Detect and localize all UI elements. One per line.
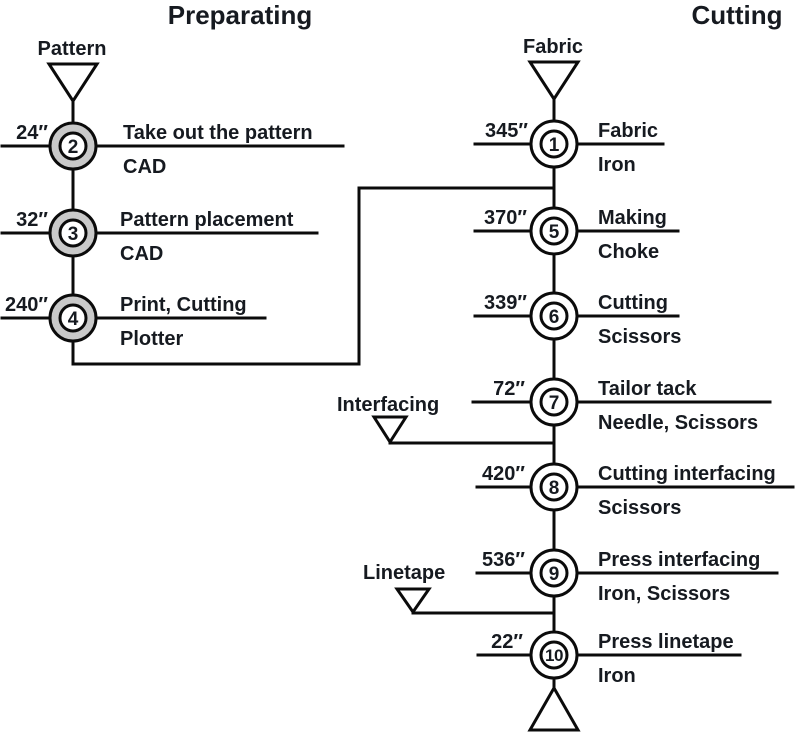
node-10-inner-circle — [539, 640, 569, 670]
node-6-inner-circle — [539, 301, 569, 331]
source-label-interfacing: Interfacing — [337, 394, 439, 416]
node-7-operation: Tailor tack — [598, 378, 697, 400]
node-8-operation: Cutting interfacing — [598, 463, 776, 485]
node-9-time: 536″ — [482, 549, 525, 571]
node-9: 536″ Press interfacing Iron, Scissors 9 — [475, 548, 779, 605]
node-3-operation: Pattern placement — [120, 209, 294, 231]
node-2: 24″ Take out the pattern CAD 2 — [0, 121, 345, 178]
node-10-tool: Iron — [598, 665, 636, 687]
node-10-time: 22″ — [491, 631, 523, 653]
node-1-operation: Fabric — [598, 120, 658, 142]
node-2-inner-circle — [58, 131, 88, 161]
node-4-tool: Plotter — [120, 328, 184, 350]
node-2-operation: Take out the pattern — [123, 122, 313, 144]
node-6: 339″ Cutting Scissors 6 — [473, 291, 681, 348]
node-7-tool: Needle, Scissors — [598, 412, 758, 434]
node-5-tool: Choke — [598, 241, 659, 263]
node-8: 420″ Cutting interfacing Scissors 8 — [475, 462, 795, 519]
node-1-inner-circle — [539, 129, 569, 159]
node-3-inner-circle — [58, 218, 88, 248]
node-8-time: 420″ — [482, 463, 525, 485]
node-3: 32″ Pattern placement CAD 3 — [0, 208, 319, 265]
end-storage-triangle-icon — [527, 684, 581, 732]
node-5-time: 370″ — [484, 207, 527, 229]
node-5-inner-circle — [539, 216, 569, 246]
node-4-inner-circle — [58, 303, 88, 333]
node-8-tool: Scissors — [598, 497, 681, 519]
node-4-time: 240″ — [5, 294, 48, 316]
node-10-number: 10 — [545, 646, 563, 665]
node-6-number: 6 — [549, 307, 560, 328]
node-6-operation: Cutting — [598, 292, 668, 314]
node-8-inner-circle — [539, 472, 569, 502]
linetape-storage-triangle-icon — [394, 587, 432, 615]
node-3-number: 3 — [68, 224, 79, 245]
node-4-number: 4 — [68, 309, 79, 330]
section-title-cutting: Cutting — [692, 0, 783, 30]
node-5: 370″ Making Choke 5 — [473, 206, 680, 263]
node-7-inner-circle — [539, 387, 569, 417]
fabric-storage-triangle-icon — [527, 60, 581, 102]
node-9-operation: Press interfacing — [598, 549, 760, 571]
node-5-number: 5 — [549, 222, 560, 243]
node-4: 240″ Print, Cutting Plotter 4 — [0, 293, 267, 350]
node-6-tool: Scissors — [598, 326, 681, 348]
node-7-number: 7 — [549, 393, 560, 414]
node-3-tool: CAD — [120, 243, 163, 265]
node-9-tool: Iron, Scissors — [598, 583, 730, 605]
node-3-time: 32″ — [16, 209, 48, 231]
node-7-time: 72″ — [493, 378, 525, 400]
node-9-number: 9 — [549, 564, 560, 585]
node-2-number: 2 — [68, 137, 79, 158]
node-8-number: 8 — [549, 478, 560, 499]
node-4-operation: Print, Cutting — [120, 294, 247, 316]
node-1-number: 1 — [549, 135, 560, 156]
node-10-operation: Press linetape — [598, 631, 734, 653]
preparating-to-cutting-connector — [71, 186, 556, 366]
source-label-linetape: Linetape — [363, 562, 445, 584]
node-1: 345″ Fabric Iron 1 — [473, 119, 665, 176]
node-7: 72″ Tailor tack Needle, Scissors 7 — [471, 377, 772, 434]
source-label-fabric: Fabric — [523, 36, 583, 58]
source-label-pattern: Pattern — [38, 38, 107, 60]
node-10: 22″ Press linetape Iron 10 — [476, 630, 742, 687]
pattern-storage-triangle-icon — [46, 62, 100, 104]
section-title-preparating: Preparating — [168, 0, 313, 30]
node-5-operation: Making — [598, 207, 667, 229]
node-2-tool: CAD — [123, 156, 166, 178]
node-9-inner-circle — [539, 558, 569, 588]
interfacing-storage-triangle-icon — [371, 415, 409, 445]
node-2-time: 24″ — [16, 122, 48, 144]
node-1-time: 345″ — [485, 120, 528, 142]
node-1-tool: Iron — [598, 154, 636, 176]
node-6-time: 339″ — [484, 292, 527, 314]
